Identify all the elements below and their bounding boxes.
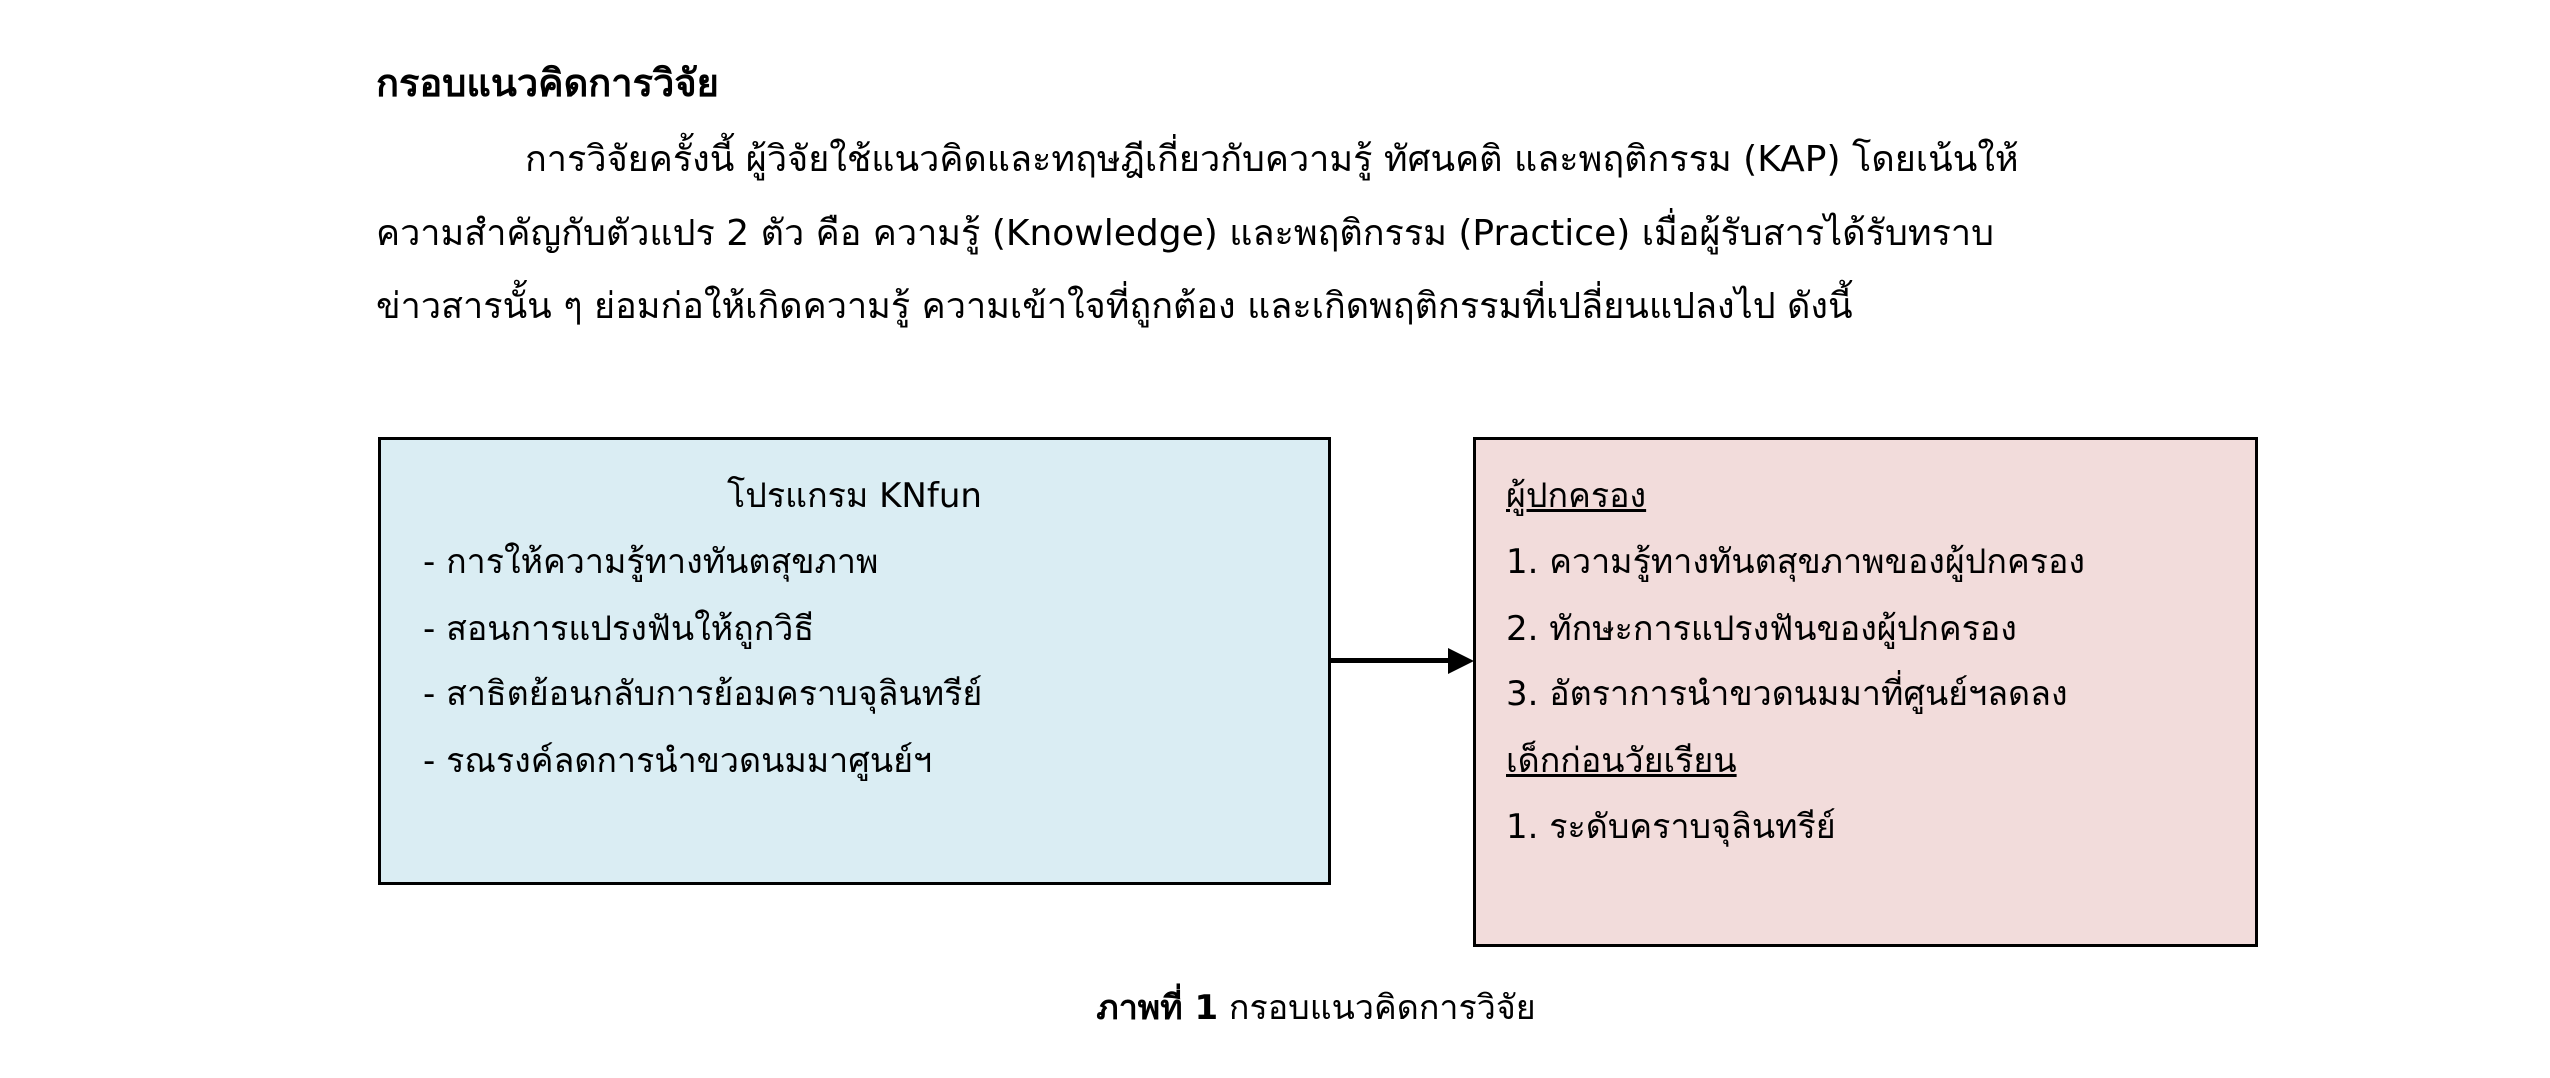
- paragraph-line-1: การวิจัยครั้งนี้ ผู้วิจัยใช้แนวคิดและทฤษ…: [525, 139, 2019, 180]
- outcome-box: ผู้ปกครอง 1. ความรู้ทางทันตสุขภาพของผู้ป…: [1473, 437, 2258, 947]
- program-item: - สอนการแปรงฟันให้ถูกวิธี: [423, 609, 815, 649]
- program-item: - การให้ความรู้ทางทันตสุขภาพ: [423, 542, 879, 582]
- arrow-line: [1331, 658, 1453, 663]
- figure-caption-text: กรอบแนวคิดการวิจัย: [1218, 988, 1536, 1028]
- outcome-item: 1. ระดับคราบจุลินทรีย์: [1506, 807, 1836, 847]
- paragraph-line-2: ความสำคัญกับตัวแปร 2 ตัว คือ ความรู้ (Kn…: [376, 213, 1994, 254]
- program-item: - รณรงค์ลดการนำขวดนมมาศูนย์ฯ: [423, 741, 933, 781]
- preschool-title: เด็กก่อนวัยเรียน: [1506, 741, 1737, 781]
- arrow-head-icon: [1448, 648, 1474, 674]
- paragraph-line-3: ข่าวสารนั้น ๆ ย่อมก่อให้เกิดความรู้ ความ…: [376, 286, 1853, 327]
- program-title: โปรแกรม KNfun: [727, 476, 982, 516]
- outcome-item: 1. ความรู้ทางทันตสุขภาพของผู้ปกครอง: [1506, 542, 2085, 582]
- parents-title: ผู้ปกครอง: [1506, 476, 1647, 516]
- figure-label: ภาพที่ 1: [1096, 988, 1219, 1028]
- outcome-item: 3. อัตราการนำขวดนมมาที่ศูนย์ฯลดลง: [1506, 674, 2068, 714]
- program-item: - สาธิตย้อนกลับการย้อมคราบจุลินทรีย์: [423, 674, 983, 714]
- outcome-item: 2. ทักษะการแปรงฟันของผู้ปกครอง: [1506, 609, 2017, 649]
- program-box: โปรแกรม KNfun - การให้ความรู้ทางทันตสุขภ…: [378, 437, 1331, 885]
- section-heading: กรอบแนวคิดการวิจัย: [376, 61, 719, 105]
- figure-caption: ภาพที่ 1 กรอบแนวคิดการวิจัย: [0, 980, 2550, 1034]
